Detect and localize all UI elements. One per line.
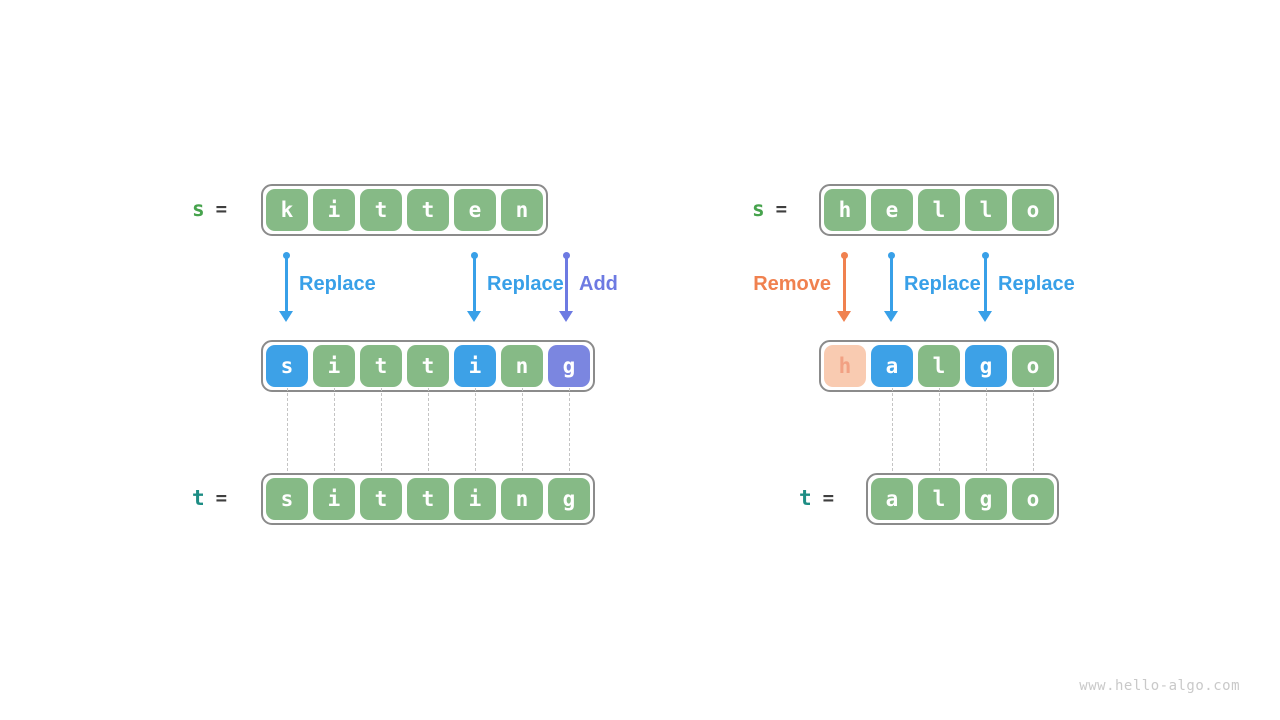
char-cell-a: a [871, 478, 913, 520]
op-label-replace: Replace [487, 273, 564, 295]
column-connector [334, 388, 335, 476]
column-connector [428, 388, 429, 476]
down-arrow-icon [467, 252, 481, 322]
equals-sign: = [775, 198, 788, 220]
op-label-replace: Replace [904, 273, 981, 295]
down-arrow-icon [837, 252, 851, 322]
op-label-add: Add [579, 273, 618, 295]
char-cell-o: o [1012, 345, 1054, 387]
equals-sign: = [215, 198, 228, 220]
char-cell-o: o [1012, 478, 1054, 520]
char-cell-s: s [266, 345, 308, 387]
char-cell-h: h [824, 189, 866, 231]
char-cell-i: i [313, 345, 355, 387]
op-label-remove: Remove [753, 273, 831, 295]
right-source-var-label: s = [752, 196, 787, 222]
column-connector [1033, 388, 1034, 476]
op-label-replace: Replace [998, 273, 1075, 295]
column-connector [381, 388, 382, 476]
right-target-var-label: t = [799, 485, 834, 511]
down-arrow-icon [978, 252, 992, 322]
column-connector [986, 388, 987, 476]
right-op-replace-2: Replace [978, 252, 1075, 322]
char-cell-s: s [266, 478, 308, 520]
char-cell-g: g [548, 345, 590, 387]
char-cell-i: i [313, 478, 355, 520]
char-cell-t: t [407, 345, 449, 387]
char-cell-l: l [918, 478, 960, 520]
var-s: s [752, 197, 765, 221]
var-t: t [799, 486, 812, 510]
char-cell-l: l [918, 189, 960, 231]
char-cell-l: l [965, 189, 1007, 231]
var-t: t [192, 486, 205, 510]
column-connector [287, 388, 288, 476]
char-cell-a: a [871, 345, 913, 387]
column-connector [939, 388, 940, 476]
down-arrow-icon [279, 252, 293, 322]
char-cell-g: g [548, 478, 590, 520]
left-target-var-label: t = [192, 485, 227, 511]
char-cell-e: e [454, 189, 496, 231]
down-arrow-icon [884, 252, 898, 322]
column-connector [475, 388, 476, 476]
char-cell-k: k [266, 189, 308, 231]
right-op-remove: Remove [753, 252, 851, 322]
column-connector [892, 388, 893, 476]
down-arrow-icon [559, 252, 573, 322]
char-cell-i: i [454, 478, 496, 520]
var-s: s [192, 197, 205, 221]
equals-sign: = [822, 487, 835, 509]
left-op-add: Add [559, 252, 618, 322]
char-cell-h: h [824, 345, 866, 387]
left-op-replace-1: Replace [279, 252, 376, 322]
char-cell-o: o [1012, 189, 1054, 231]
op-label-replace: Replace [299, 273, 376, 295]
left-op-replace-2: Replace [467, 252, 564, 322]
char-cell-l: l [918, 345, 960, 387]
char-cell-n: n [501, 478, 543, 520]
char-cell-i: i [454, 345, 496, 387]
char-cell-n: n [501, 189, 543, 231]
column-connector [522, 388, 523, 476]
equals-sign: = [215, 487, 228, 509]
column-connector [569, 388, 570, 476]
right-op-replace-1: Replace [884, 252, 981, 322]
char-cell-g: g [965, 478, 1007, 520]
char-cell-t: t [360, 478, 402, 520]
watermark-url: www.hello-algo.com [1079, 678, 1240, 694]
char-cell-e: e [871, 189, 913, 231]
char-cell-t: t [360, 345, 402, 387]
char-cell-t: t [407, 478, 449, 520]
char-cell-t: t [407, 189, 449, 231]
char-cell-g: g [965, 345, 1007, 387]
char-cell-t: t [360, 189, 402, 231]
char-cell-i: i [313, 189, 355, 231]
left-source-var-label: s = [192, 196, 227, 222]
char-cell-n: n [501, 345, 543, 387]
